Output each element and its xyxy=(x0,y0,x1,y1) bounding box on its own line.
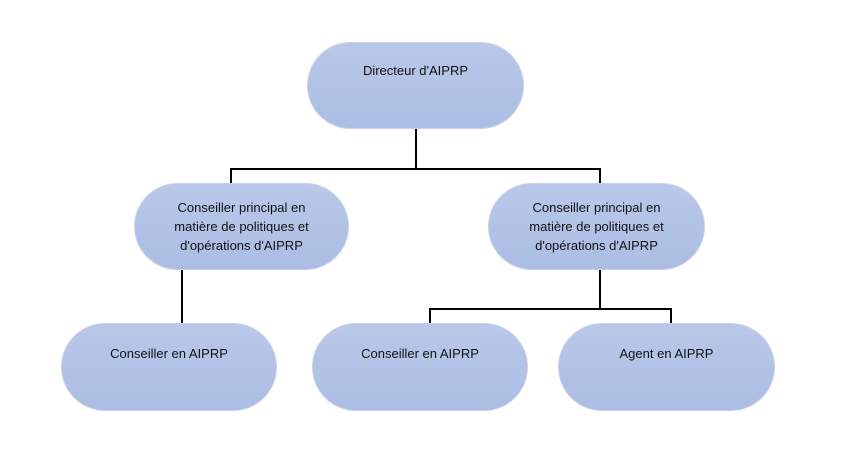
connector-right-advisor-up xyxy=(599,168,601,185)
node-staff-middle-label: Conseiller en AIPRP xyxy=(361,346,479,361)
node-staff-right-label: Agent en AIPRP xyxy=(619,346,714,361)
connector-left-advisor-down xyxy=(181,268,183,324)
connector-middle-staff-up xyxy=(429,308,431,325)
node-advisor-right: Conseiller principal en matière de polit… xyxy=(488,183,705,270)
node-director-label: Directeur d'AIPRP xyxy=(362,63,469,78)
connector-right-advisor-down xyxy=(599,268,601,310)
node-staff-right: Agent en AIPRP xyxy=(558,323,775,411)
node-advisor-right-label: Conseiller principal en matière de polit… xyxy=(529,200,664,253)
connector-director-down xyxy=(415,128,417,170)
connector-left-advisor-up xyxy=(230,168,232,185)
node-staff-left: Conseiller en AIPRP xyxy=(61,323,277,411)
node-staff-left-label: Conseiller en AIPRP xyxy=(110,346,228,361)
node-advisor-left-label: Conseiller principal en matière de polit… xyxy=(174,200,309,253)
node-advisor-left: Conseiller principal en matière de polit… xyxy=(134,183,349,270)
connector-level2-horizontal xyxy=(231,168,601,170)
node-staff-middle: Conseiller en AIPRP xyxy=(312,323,528,411)
node-director: Directeur d'AIPRP xyxy=(307,42,524,129)
connector-right-staff-up xyxy=(670,308,672,325)
connector-level3-horizontal xyxy=(430,308,671,310)
